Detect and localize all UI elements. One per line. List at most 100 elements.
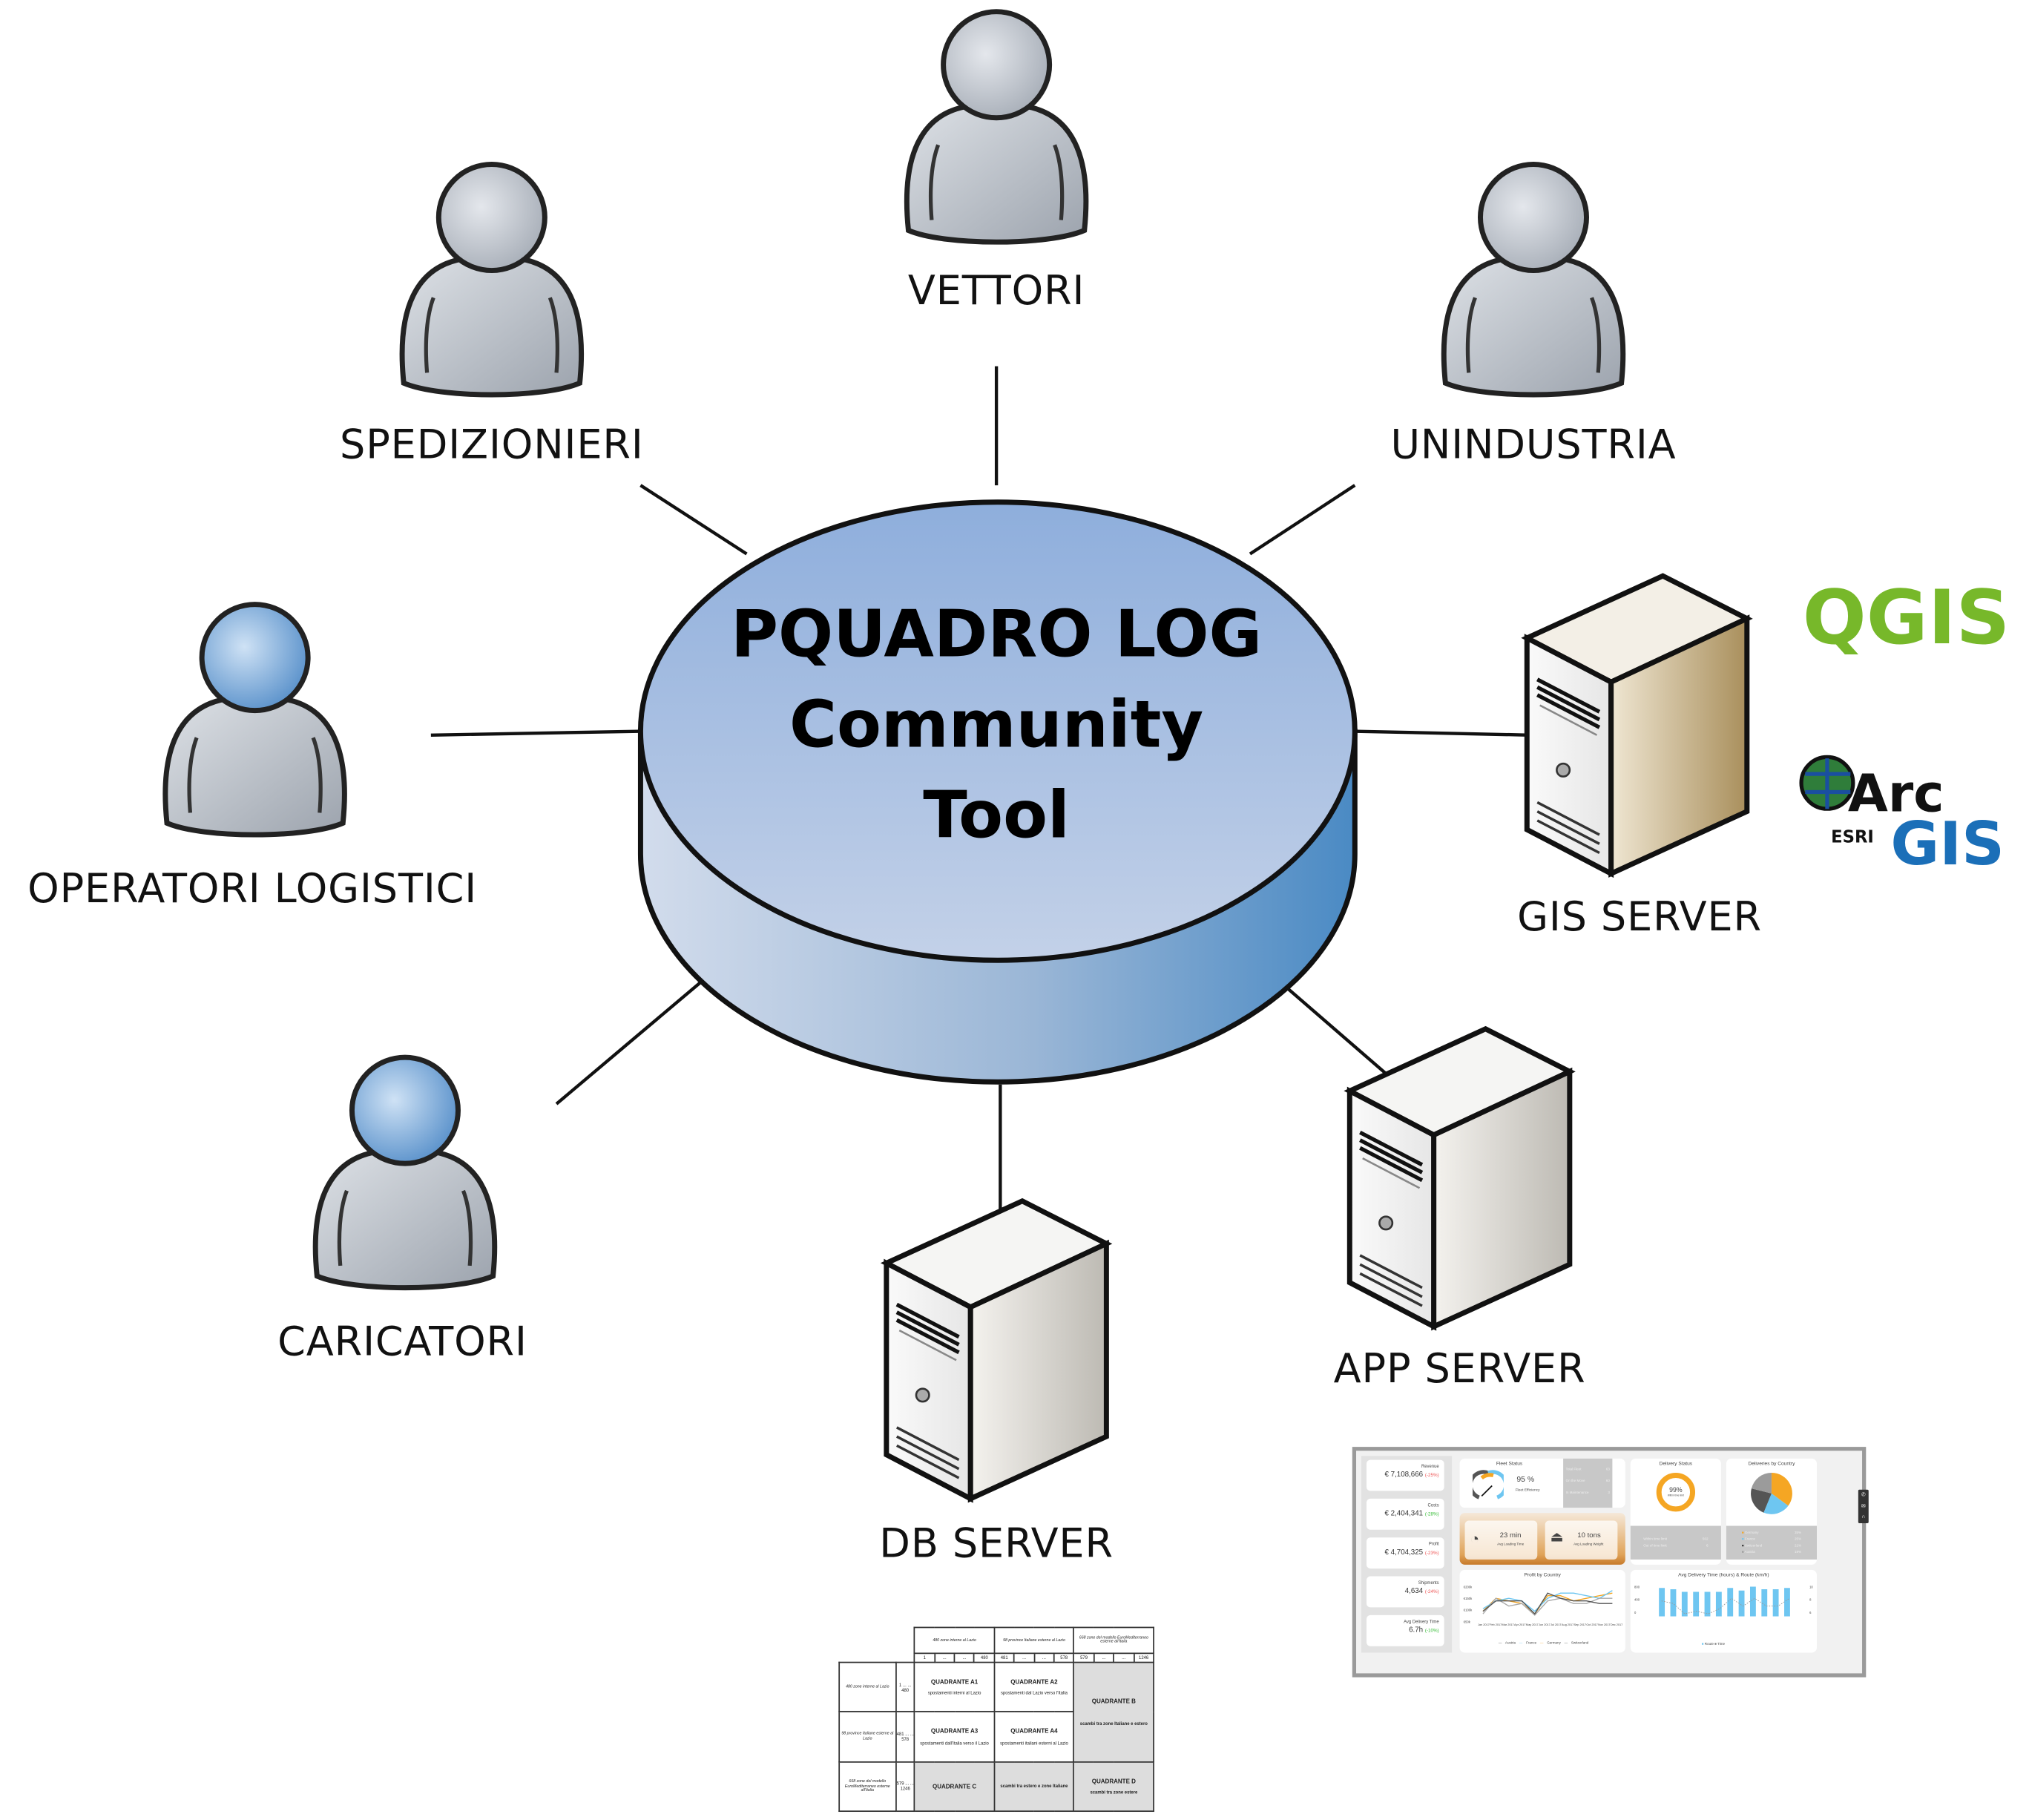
route-bar (1772, 1589, 1779, 1617)
row-indices: 481 ... ... 578 (895, 1711, 915, 1763)
time-line (1661, 1597, 1790, 1614)
svg-text:QGIS: QGIS (1803, 574, 2010, 661)
connector-lines (430, 366, 1530, 1210)
col-index: 578 (1053, 1652, 1075, 1663)
col-index: ... (1033, 1652, 1055, 1663)
person-icon-caricatori (315, 1054, 495, 1287)
col-index: ... (1093, 1652, 1115, 1663)
gis-server-icon (1521, 573, 1753, 878)
route-bar (1749, 1586, 1756, 1617)
col-index: 480 (973, 1652, 996, 1663)
person-icon-operatori-logistici (165, 602, 345, 835)
title-line-1: PQUADRO LOG (731, 597, 1263, 672)
kpi-profit: Profit€ 4,704,325 (-23%) (1366, 1537, 1444, 1569)
svg-text:ESRI: ESRI (1831, 828, 1874, 847)
gauge-icon (1473, 1470, 1504, 1499)
profit-by-country-chart: Profit by Country €200k€150k€100k€50k Ja… (1459, 1569, 1625, 1653)
route-bar (1727, 1588, 1734, 1617)
actor-label-unindustria: UNINDUSTRIA (1390, 421, 1677, 469)
avg-delivery-route-chart: Avg Delivery Time (hours) & Route (km/h)… (1630, 1569, 1817, 1653)
row-header: 98 province Italiane esterne al Lazio (838, 1711, 897, 1763)
row-indices: 1 ... ... 480 (895, 1661, 915, 1713)
country-pie (1751, 1473, 1792, 1514)
row-header: 480 zone interne al Lazio (838, 1661, 897, 1713)
actor-label-caricatori: CARICATORI (277, 1318, 527, 1366)
profit-lines (1482, 1590, 1613, 1616)
fleet-status-card: Fleet Status 95 % Fleet Efficiency Total… (1459, 1458, 1625, 1508)
title-line-3: Tool (923, 778, 1070, 853)
app-server-icon (1344, 1025, 1576, 1331)
od-matrix-thumbnail: 480 zone interne al Lazio 98 province It… (838, 1626, 1154, 1813)
loading-banner: ◔ 23 min Avg Loading Time ⏏ 10 tons Avg … (1459, 1513, 1625, 1565)
central-tool-title: PQUADRO LOG Community Tool (731, 589, 1262, 861)
col-index: 1 (913, 1652, 935, 1663)
actor-label-operatori-logistici: OPERATORI LOGISTICI (27, 865, 478, 913)
actor-label-spedizionieri: SPEDIZIONIERI (340, 421, 644, 469)
arcgis-logo: Arc ESRI GIS (1799, 755, 2005, 878)
col-header: 98 province Italiane esterne al Lazio (993, 1626, 1075, 1654)
col-index: 481 (993, 1652, 1016, 1663)
mail-icon[interactable]: ✉ (1861, 1502, 1866, 1509)
server-label-db: DB SERVER (879, 1520, 1114, 1568)
speedometer-icon: ◔ (1470, 1529, 1480, 1548)
route-bar (1670, 1589, 1677, 1617)
weight-icon: ⏏ (1550, 1529, 1564, 1545)
title-line-2: Community (789, 687, 1204, 763)
db-server-icon (880, 1198, 1113, 1503)
col-header: 480 zone interne al Lazio (914, 1626, 996, 1654)
person-icon-spedizionieri (402, 162, 582, 395)
svg-text:Arc: Arc (1848, 764, 1944, 824)
route-bar (1693, 1591, 1700, 1617)
quadrant-c-desc: scambi tra estero e zone Italiane (993, 1761, 1075, 1813)
route-bars (1659, 1586, 1790, 1617)
contact-sidebar: ✆ ✉ ∩ (1858, 1489, 1869, 1524)
route-bar (1704, 1591, 1711, 1617)
route-legend: ■ Route ■ Time (1701, 1642, 1725, 1646)
headset-icon[interactable]: ∩ (1861, 1513, 1866, 1520)
route-bar (1761, 1589, 1768, 1617)
person-icon-unindustria (1444, 162, 1623, 395)
col-index: 1246 (1133, 1652, 1154, 1663)
row-indices: 579 ... ... 1246 (895, 1761, 915, 1813)
row-header: 668 zone del modello EuroMediterraneo es… (838, 1761, 897, 1813)
qgis-logo: QGIS (1803, 574, 2010, 661)
route-bar (1681, 1591, 1688, 1617)
kpi-revenue: Revenue€ 7,108,666 (-25%) (1366, 1459, 1444, 1491)
route-bar (1738, 1590, 1745, 1617)
phone-icon[interactable]: ✆ (1861, 1491, 1866, 1498)
col-index: ... (953, 1652, 976, 1663)
community-tool-cylinder (637, 499, 1358, 1085)
kpi-column: Revenue€ 7,108,666 (-25%) Costs€ 2,404,3… (1361, 1456, 1453, 1653)
col-index: ... (1113, 1652, 1135, 1663)
person-icon-vettori (907, 9, 1086, 242)
actor-label-vettori: VETTORI (907, 268, 1085, 315)
profit-legend: — Austria — France — Germany — Switzerla… (1498, 1640, 1589, 1646)
server-label-app: APP SERVER (1333, 1346, 1586, 1393)
col-index: 579 (1073, 1652, 1095, 1663)
route-bar (1659, 1588, 1665, 1617)
svg-text:GIS: GIS (1890, 809, 2004, 878)
kpi-costs: Costs€ 2,404,341 (-28%) (1366, 1498, 1444, 1530)
dashboard-thumbnail: Revenue€ 7,108,666 (-25%) Costs€ 2,404,3… (1352, 1447, 1869, 1678)
route-bar (1784, 1588, 1790, 1617)
col-header: 668 zone del modello EuroMediterraneo es… (1073, 1626, 1154, 1654)
col-index: ... (1013, 1652, 1035, 1663)
delivery-status-card: Delivery Status 99% Within time limit Wi… (1630, 1458, 1721, 1565)
route-bar (1715, 1591, 1722, 1617)
col-index: ... (933, 1652, 956, 1663)
delivery-donut (1656, 1473, 1696, 1512)
